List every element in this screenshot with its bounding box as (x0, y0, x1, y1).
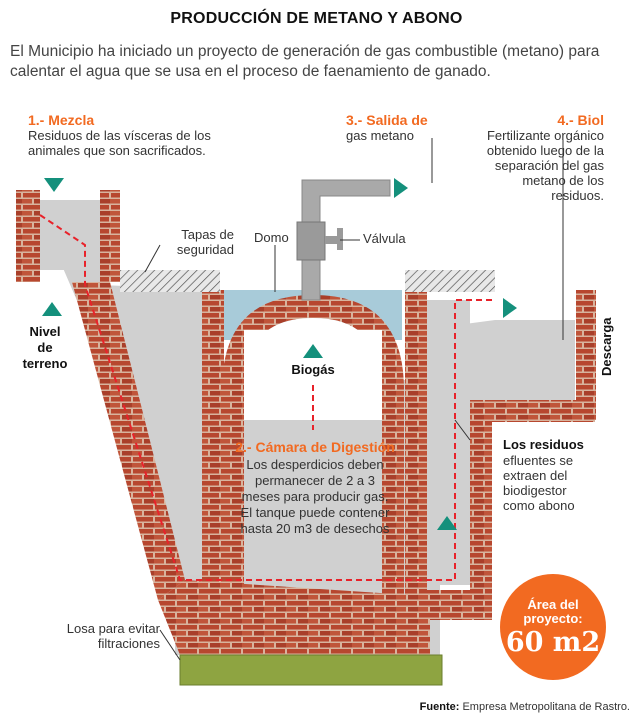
nivel-line2: de (37, 340, 53, 355)
area-value: 60 m2 (505, 627, 601, 658)
dome-wall-left-inner (222, 390, 244, 600)
security-cover-left (120, 270, 220, 292)
mezcla-arrow-icon (44, 178, 64, 192)
tapas-line2: seguridad (176, 242, 234, 257)
residuos-line3: biodigestor (503, 483, 567, 498)
tapas-line1: Tapas de (181, 227, 234, 242)
camara-line5: hasta 20 m3 de desechos (240, 521, 390, 536)
camara-line2: permanecer de 2 a 3 (255, 473, 375, 488)
area-line2: proyecto: (523, 611, 583, 626)
valvula-label: Válvula (363, 231, 406, 246)
security-cover-right (405, 270, 495, 292)
flow-path (39, 214, 495, 581)
biol-arrow-icon (503, 298, 517, 318)
slurry-inlet-top (38, 200, 103, 270)
slanted-wall (72, 282, 185, 600)
dome-wall-left (202, 290, 224, 600)
nivel-line1: Nivel (29, 324, 61, 339)
biol-line3: separación del gas (494, 158, 604, 173)
biol-line4: metano de los (522, 173, 604, 188)
biol-line1: Fertilizante orgánico (486, 128, 604, 143)
tank-interior (100, 285, 220, 575)
source-note: Fuente: Empresa Metropolitana de Rastro. (380, 700, 630, 715)
losa-line2: filtraciones (97, 636, 160, 651)
inlet-wall-left (16, 190, 40, 282)
mezcla-title: 1.- Mezcla (28, 112, 95, 128)
source-label: Fuente: (419, 701, 460, 713)
intro-text: El Municipio ha iniciado un proyecto de … (10, 43, 600, 80)
camara-line1: Los desperdicios deben (246, 457, 384, 472)
outlet-pool (420, 320, 575, 585)
biol-line2: obtenido luego de la (486, 143, 604, 158)
nivel-line3: terreno (22, 356, 68, 371)
page-title: PRODUCCIÓN DE METANO Y ABONO (170, 10, 463, 27)
mezcla-line1: Residuos de las vísceras de los (28, 128, 211, 143)
valve-handle (337, 228, 343, 250)
losa-leader (159, 629, 181, 661)
biogas-arrow-icon (303, 344, 323, 358)
dome-wall-right (382, 390, 404, 600)
mezcla-line2: animales que son sacrificados. (28, 143, 206, 158)
valve-stem (325, 236, 339, 244)
residuos-line2: extraen del (503, 468, 568, 483)
residuos-leader (454, 419, 471, 441)
base-slab (179, 654, 443, 686)
area-badge (500, 574, 606, 680)
discharge-shelf (470, 400, 595, 422)
inlet-wall-right (100, 190, 120, 282)
valve-body (296, 221, 326, 261)
dome-arch (222, 295, 404, 390)
tapas-leader (144, 244, 161, 273)
area-line1: Área del (527, 597, 579, 612)
camara-line4: El tanque puede contener (240, 505, 390, 520)
camara-title: 2.- Cámara de Digestión (235, 439, 395, 455)
domo-label: Domo (254, 230, 289, 245)
camara-line3: meses para producir gas. (241, 489, 389, 504)
biol-title: 4.- Biol (557, 112, 604, 128)
residuos-line4: como abono (503, 498, 575, 513)
biol-line5: residuos. (551, 188, 604, 203)
salida-sub: gas metano (346, 128, 414, 143)
dome-fluid (244, 420, 382, 575)
residuos-arrow-icon (437, 516, 457, 530)
losa-line1: Losa para evitar (66, 621, 160, 636)
discharge-wall (576, 290, 596, 420)
outlet-wall-left (405, 270, 427, 600)
biogas-label: Biogás (291, 362, 335, 377)
residuos-title: Los residuos (503, 437, 584, 452)
source-text: Empresa Metropolitana de Rastro. (462, 701, 630, 713)
descarga-label: Descarga (599, 317, 614, 376)
salida-arrow-icon (394, 178, 408, 198)
residuos-line1: efluentes se (503, 453, 574, 468)
outlet-wall-right (470, 400, 492, 600)
salida-title: 3.- Salida de (346, 112, 428, 128)
nivel-arrow-icon (42, 302, 62, 316)
outlet-bottom-wall (405, 590, 492, 655)
